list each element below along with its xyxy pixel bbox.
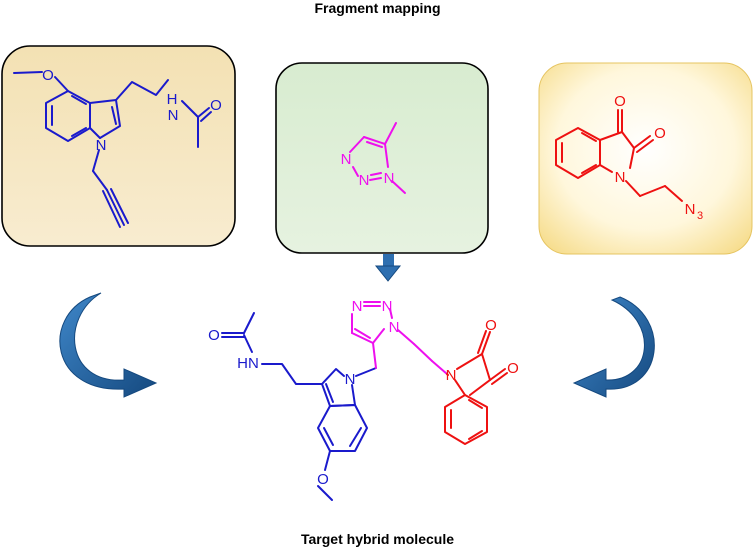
- hybrid-amide-hn-label: HN: [237, 355, 259, 372]
- triazole-n2-label: N: [359, 172, 370, 189]
- hybrid-isatin-o2-label: O: [507, 360, 519, 377]
- hybrid-methoxy-o-label: O: [317, 471, 329, 488]
- triazole-fragment-box: [275, 62, 489, 254]
- hybrid-triazole-n1-label: N: [352, 298, 363, 315]
- indole-amide-o-label: O: [210, 97, 222, 114]
- hybrid-triazole-part: [351, 301, 448, 375]
- indole-methoxy-o-label: O: [42, 67, 54, 84]
- triazole-n3-label: N: [384, 170, 395, 187]
- triazole-n1-label: N: [341, 151, 352, 168]
- indole-amide-h-label: H: [167, 91, 178, 108]
- hybrid-isatin-part: [444, 330, 508, 445]
- indole-amide-n-label: N: [168, 107, 179, 124]
- isatin-o1-label: O: [614, 93, 626, 110]
- right-curved-arrow: [572, 296, 655, 398]
- hybrid-isatin-n-label: N: [446, 367, 457, 384]
- triazole-fragment-structure: [349, 122, 406, 194]
- hybrid-triazole-n2-label: N: [382, 298, 393, 315]
- left-curved-arrow: [59, 292, 158, 398]
- isatin-o2-label: O: [654, 125, 666, 142]
- indole-fragment-structure: [13, 71, 212, 228]
- hybrid-isatin-o1-label: O: [485, 317, 497, 334]
- hybrid-indole-part: [221, 312, 377, 501]
- indole-ring-n-label: N: [96, 137, 107, 154]
- isatin-fragment-structure: [555, 109, 683, 202]
- hybrid-indole-n-label: N: [345, 371, 356, 388]
- isatin-azide-n-label: N: [685, 201, 696, 218]
- result-caption: Target hybrid molecule: [301, 531, 454, 547]
- isatin-azide-subscript: 3: [697, 210, 703, 222]
- hybrid-triazole-n3-label: N: [389, 319, 400, 336]
- isatin-fragment-box: [538, 62, 753, 255]
- diagram-title: Fragment mapping: [314, 0, 441, 16]
- indole-fragment-box: [1, 45, 236, 247]
- hybrid-amide-o-label: O: [208, 327, 220, 344]
- down-arrow: [374, 254, 402, 282]
- isatin-n-label: N: [615, 169, 626, 186]
